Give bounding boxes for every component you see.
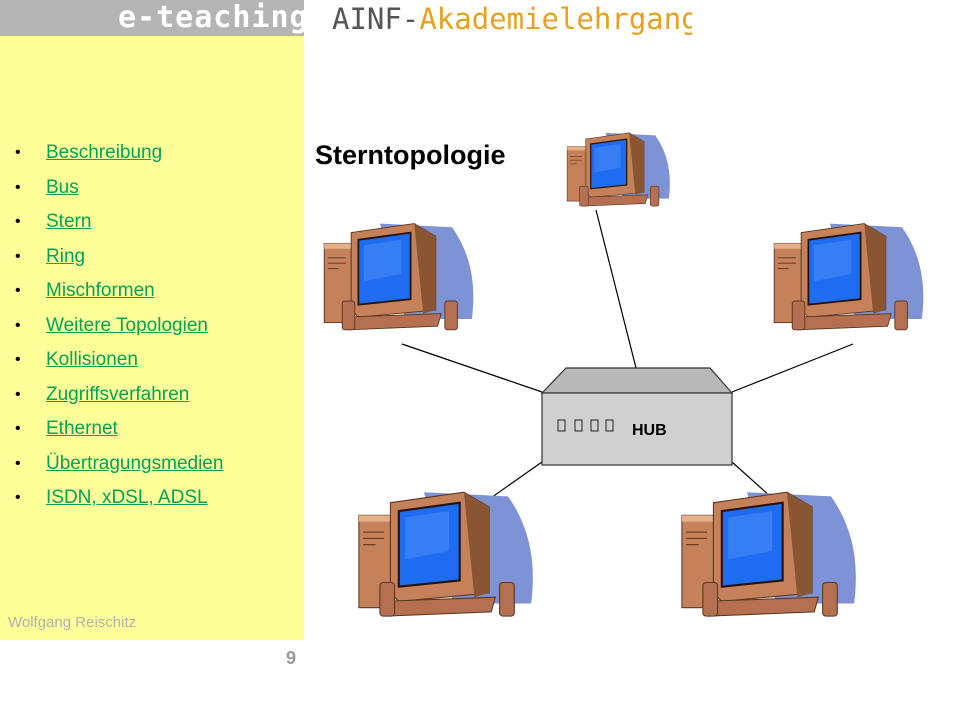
slide-title: Sterntopologie (315, 140, 506, 170)
nav-item[interactable]: • Bus (0, 173, 223, 208)
computer-icon (357, 491, 534, 618)
computer-icon (566, 132, 671, 207)
nav-link-weitere-topologien[interactable]: Weitere Topologien (46, 314, 208, 336)
nav-link-ethernet[interactable]: Ethernet (46, 418, 118, 439)
computer-icon (773, 222, 925, 331)
bullet-icon: • (15, 282, 21, 299)
nav-link-isdn-xdsl-adsl[interactable]: ISDN, xDSL, ADSL (46, 487, 208, 508)
cable-top (595, 209, 637, 369)
nav-link-mischformen[interactable]: Mischformen (46, 280, 155, 301)
nav-link-zugriffsverfahren[interactable]: Zugriffsverfahren (46, 383, 190, 405)
nav-link-kollisionen[interactable]: Kollisionen (46, 349, 138, 370)
nav-link-ring[interactable]: Ring (46, 245, 86, 267)
page-number: 9 (285, 648, 296, 668)
nav-link-stern[interactable]: Stern (46, 211, 92, 232)
nav-link-bus[interactable]: Bus (46, 176, 79, 198)
ainf-logo: AINF-Akademielehrgang (332, 2, 692, 36)
bullet-icon: • (15, 213, 21, 230)
nav-link-uebertragungsmedien[interactable]: Übertragungsmedien (46, 452, 224, 474)
nav-item[interactable]: • Beschreibung (0, 138, 223, 173)
bullet-icon: • (15, 385, 21, 403)
nav-item[interactable]: • Weitere Topologien (0, 311, 223, 346)
hub-port-icon (590, 419, 599, 432)
author-name: Wolfgang Reischitz (8, 614, 137, 631)
hub-port-icon (574, 419, 583, 432)
hub-label: HUB (632, 422, 667, 439)
nav-item[interactable]: • ISDN, xDSL, ADSL (0, 483, 223, 518)
e-teaching-logo: e-teaching (0, 0, 304, 36)
bullet-icon: • (15, 351, 21, 368)
computer-icon (680, 491, 857, 618)
bullet-icon: • (15, 316, 21, 334)
bullet-icon: • (15, 489, 21, 506)
cable-right (731, 343, 854, 393)
nav-item[interactable]: • Zugriffsverfahren (0, 380, 223, 415)
svg-text:AINF-Akademielehrgang: AINF-Akademielehrgang (332, 2, 692, 36)
hub-port-icon (557, 419, 566, 432)
bullet-icon: • (15, 247, 21, 265)
bullet-icon: • (15, 144, 21, 161)
bullet-icon: • (15, 454, 21, 472)
nav-item[interactable]: • Ring (0, 242, 223, 277)
nav-item[interactable]: • Übertragungsmedien (0, 449, 223, 484)
logo-right-prefix: AINF- (332, 2, 419, 36)
nav-item[interactable]: • Mischformen (0, 276, 223, 311)
logo-right-suffix: Akademielehrgang (419, 2, 692, 36)
nav-item[interactable]: • Ethernet (0, 414, 223, 449)
nav-item[interactable]: • Kollisionen (0, 345, 223, 380)
computer-icon (323, 222, 475, 331)
nav-item[interactable]: • Stern (0, 207, 223, 242)
nav-link-beschreibung[interactable]: Beschreibung (46, 142, 163, 163)
bullet-icon: • (15, 178, 21, 196)
logo-left-text: e-teaching (118, 0, 304, 35)
hub-port-icon (605, 419, 614, 432)
cable-left (401, 343, 543, 393)
sidebar: e-teaching • Beschreibung • Bus • Stern • Ri… (0, 0, 304, 640)
star-topology-diagram (323, 132, 925, 618)
hub (540, 367, 734, 466)
bullet-icon: • (15, 420, 21, 437)
nav-list: • Beschreibung • Bus • Stern • Ring • Mischfo… (0, 138, 223, 518)
